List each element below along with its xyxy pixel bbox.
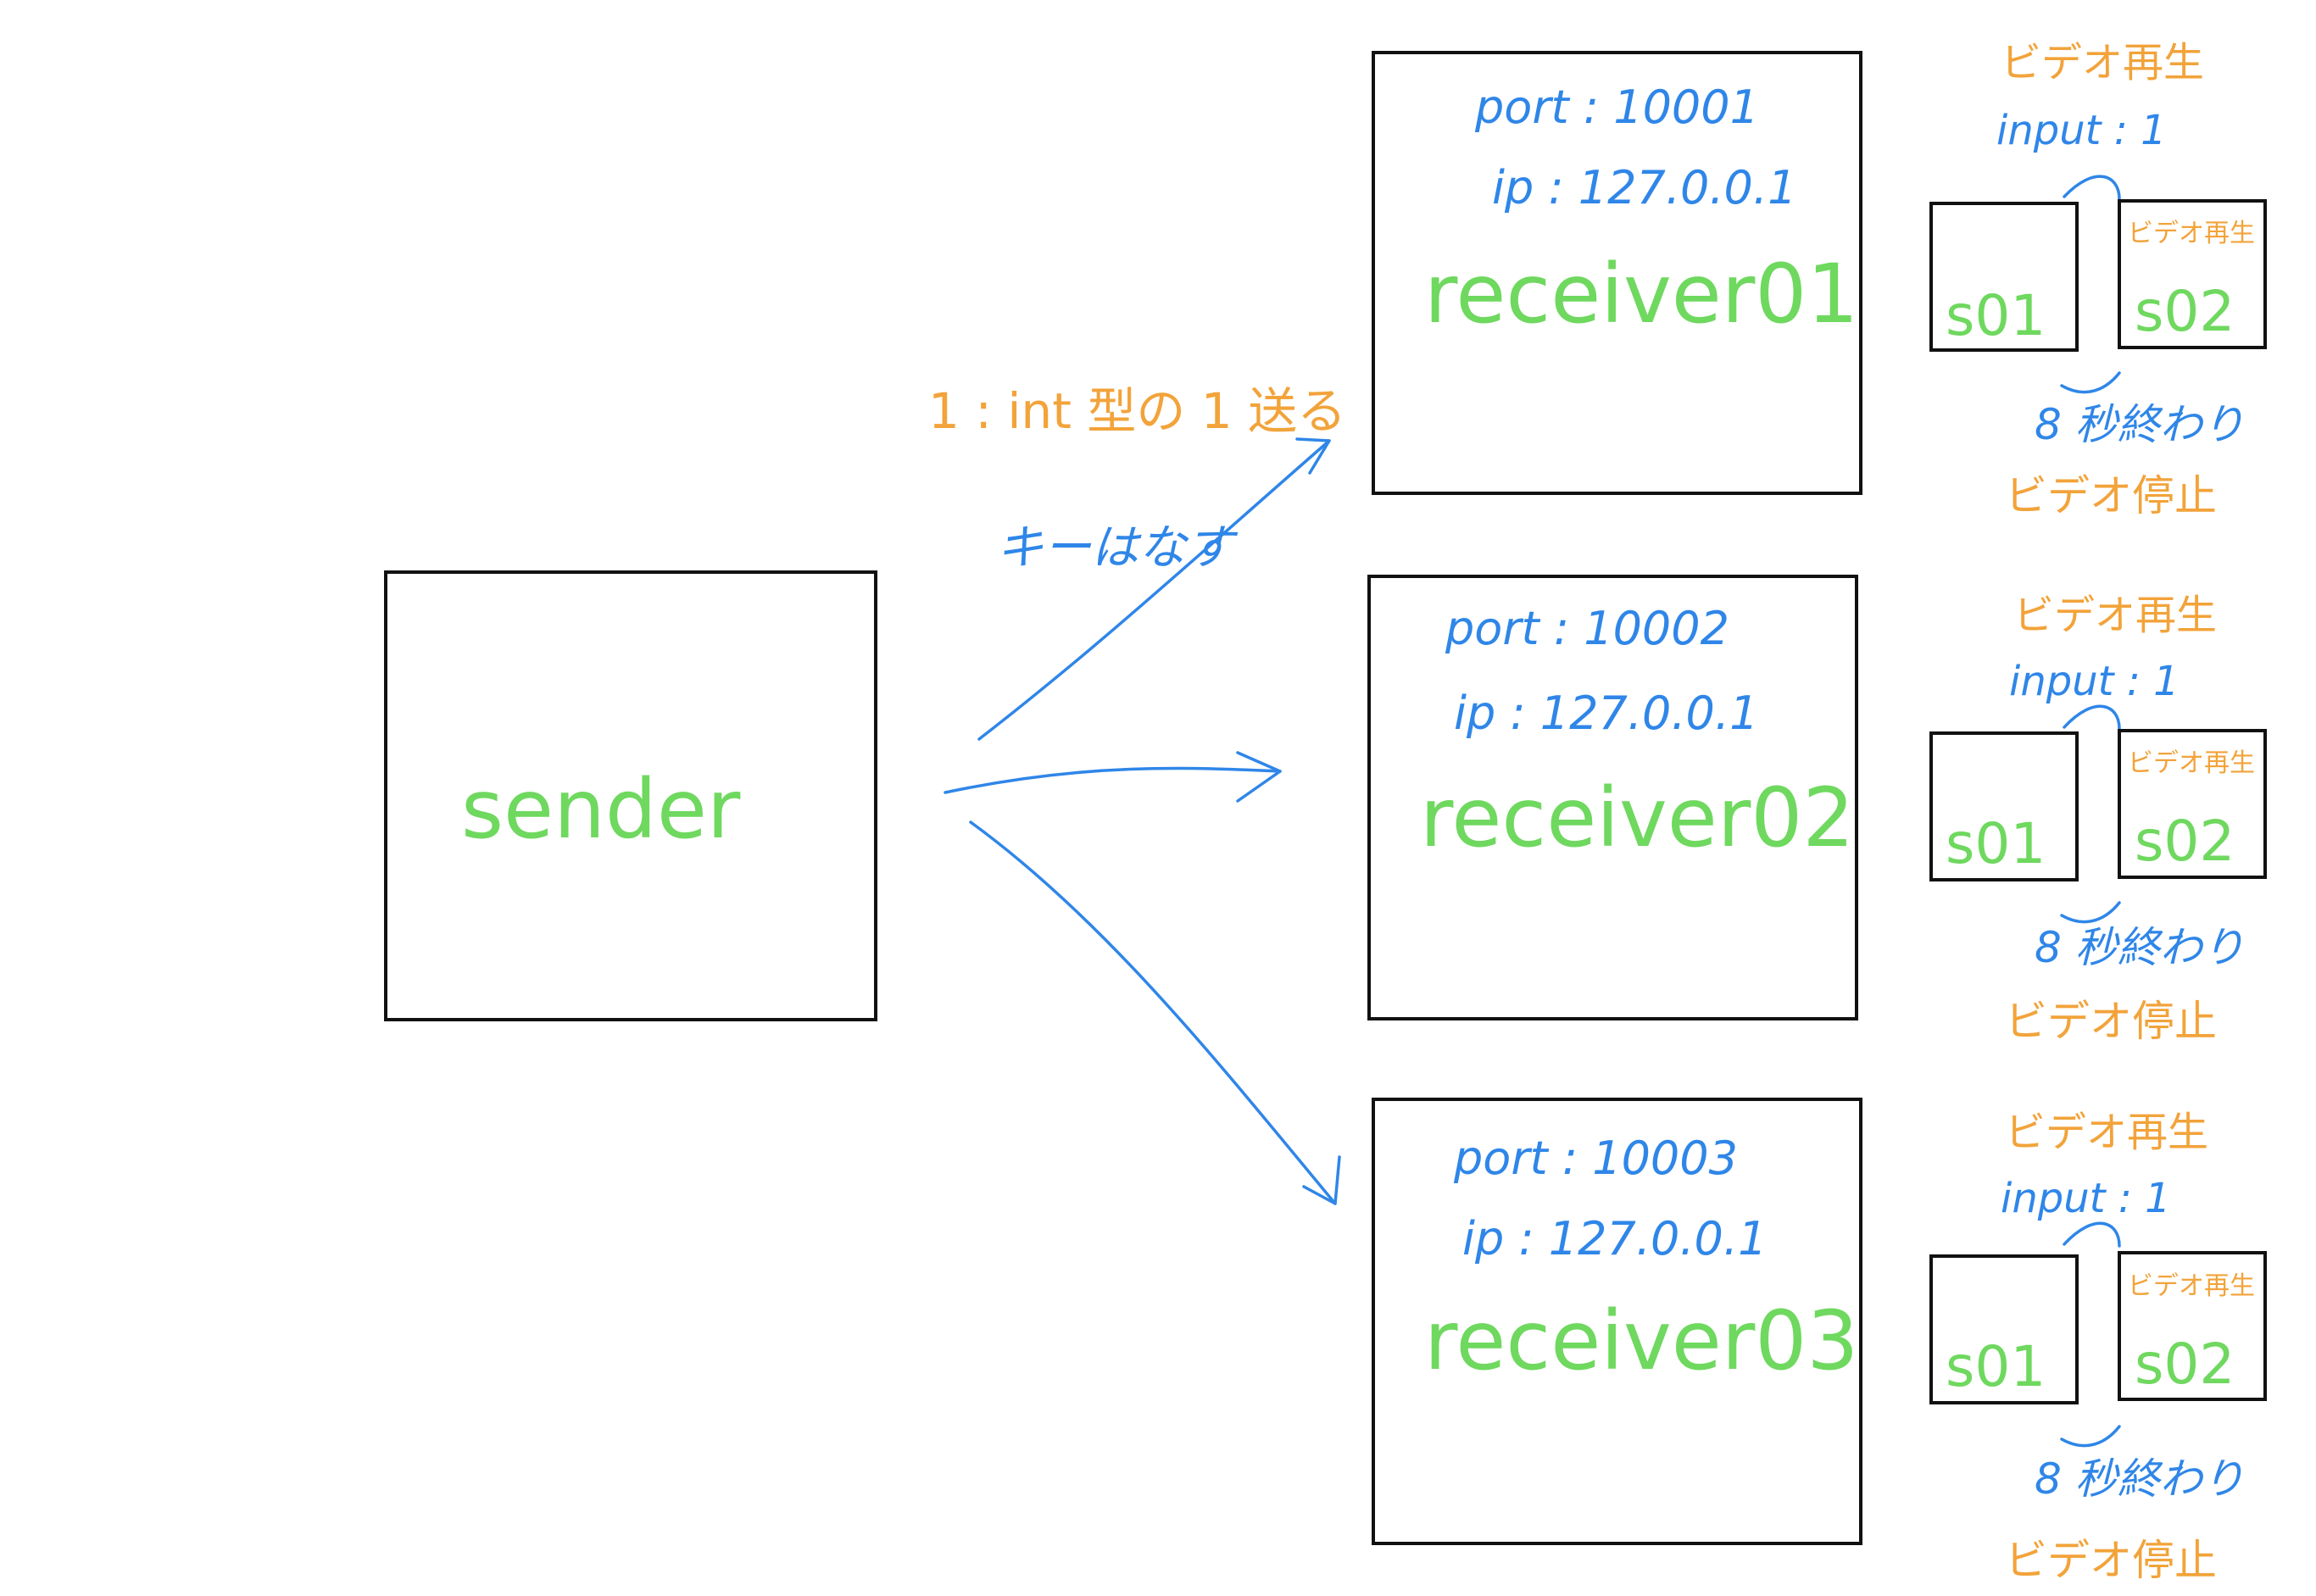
receiver02-s02-small-label: ビデオ再生 bbox=[2128, 748, 2255, 778]
receiver01-input-arrow bbox=[2063, 175, 2121, 201]
receiver03-port: port : 10003 bbox=[1453, 1132, 1738, 1185]
receiver02-s02-label: s02 bbox=[2135, 809, 2235, 874]
receiver02-play-label: ビデオ再生 bbox=[2013, 592, 2217, 639]
receiver01-group: port : 10001 ip : 127.0.0.1 receiver01 ビ… bbox=[1372, 39, 2267, 520]
receiver02-end-label: 8 秒終わり bbox=[2035, 923, 2245, 972]
receiver03-s02-box bbox=[2118, 1251, 2267, 1401]
receiver03-s02-label: s02 bbox=[2135, 1332, 2235, 1397]
receiver03-box bbox=[1372, 1098, 1862, 1545]
receiver02-group: port : 10002 ip : 127.0.0.1 receiver02 ビ… bbox=[1367, 575, 2267, 1046]
arrow-to-receiver01 bbox=[977, 439, 1331, 741]
receiver01-s02-box bbox=[2118, 199, 2267, 349]
receiver02-return-arrow bbox=[2060, 901, 2121, 924]
arrow-to-receiver02 bbox=[944, 766, 1282, 794]
receiver03-ip: ip : 127.0.0.1 bbox=[1462, 1212, 1767, 1265]
receiver02-input-label: input : 1 bbox=[2009, 658, 2180, 705]
receiver03-input-label: input : 1 bbox=[2001, 1175, 2171, 1222]
arrowhead-receiver03 bbox=[1302, 1155, 1341, 1205]
sender-label: sender bbox=[461, 762, 741, 857]
receiver02-port: port : 10002 bbox=[1445, 602, 1729, 655]
receiver01-play-label: ビデオ再生 bbox=[2001, 39, 2204, 86]
receiver01-s01-label: s01 bbox=[1946, 283, 2046, 348]
receiver03-end-label: 8 秒終わり bbox=[2035, 1454, 2245, 1504]
arrowhead-receiver01 bbox=[1295, 437, 1331, 475]
receiver01-box bbox=[1372, 51, 1862, 495]
receiver02-s01-box bbox=[1929, 731, 2079, 881]
receiver03-s02-small-label: ビデオ再生 bbox=[2128, 1271, 2255, 1301]
receiver02-s02-box bbox=[2118, 729, 2267, 879]
receiver01-return-arrow bbox=[2060, 371, 2121, 394]
receiver02-name: receiver02 bbox=[1420, 770, 1854, 865]
receiver03-s01-box bbox=[1929, 1254, 2079, 1404]
receiver03-group: port : 10003 ip : 127.0.0.1 receiver03 ビ… bbox=[1372, 1098, 2267, 1585]
receiver01-end-label: 8 秒終わり bbox=[2035, 400, 2245, 449]
arrow-to-receiver03 bbox=[969, 820, 1337, 1205]
receiver01-s02-small-label: ビデオ再生 bbox=[2128, 219, 2255, 248]
receiver02-box bbox=[1367, 575, 1858, 1020]
receiver03-play-label: ビデオ再生 bbox=[2005, 1109, 2208, 1156]
receiver03-s01-label: s01 bbox=[1946, 1334, 2046, 1399]
receiver03-name: receiver03 bbox=[1424, 1293, 1858, 1388]
receiver02-stop-label: ビデオ停止 bbox=[2005, 997, 2217, 1046]
send-action-label: 1 : int 型の 1 送る bbox=[928, 382, 1346, 440]
receiver01-s01-box bbox=[1929, 202, 2079, 352]
receiver01-stop-label: ビデオ停止 bbox=[2005, 471, 2217, 520]
receiver03-input-arrow bbox=[2063, 1221, 2121, 1248]
arrowhead-receiver02 bbox=[1236, 751, 1282, 803]
receiver01-input-label: input : 1 bbox=[1996, 107, 2167, 154]
receiver03-return-arrow bbox=[2060, 1425, 2121, 1448]
receiver02-s01-label: s01 bbox=[1946, 811, 2046, 876]
receiver02-input-arrow bbox=[2063, 704, 2121, 731]
receiver03-stop-label: ビデオ停止 bbox=[2005, 1536, 2217, 1585]
sender-box bbox=[384, 570, 877, 1021]
receiver02-ip: ip : 127.0.0.1 bbox=[1454, 687, 1758, 740]
send-trigger-label: キーはなす bbox=[996, 520, 1239, 576]
receiver01-port: port : 10001 bbox=[1474, 81, 1759, 134]
receiver01-s02-label: s02 bbox=[2135, 279, 2235, 344]
receiver01-name: receiver01 bbox=[1424, 247, 1858, 342]
receiver01-ip: ip : 127.0.0.1 bbox=[1492, 161, 1796, 214]
